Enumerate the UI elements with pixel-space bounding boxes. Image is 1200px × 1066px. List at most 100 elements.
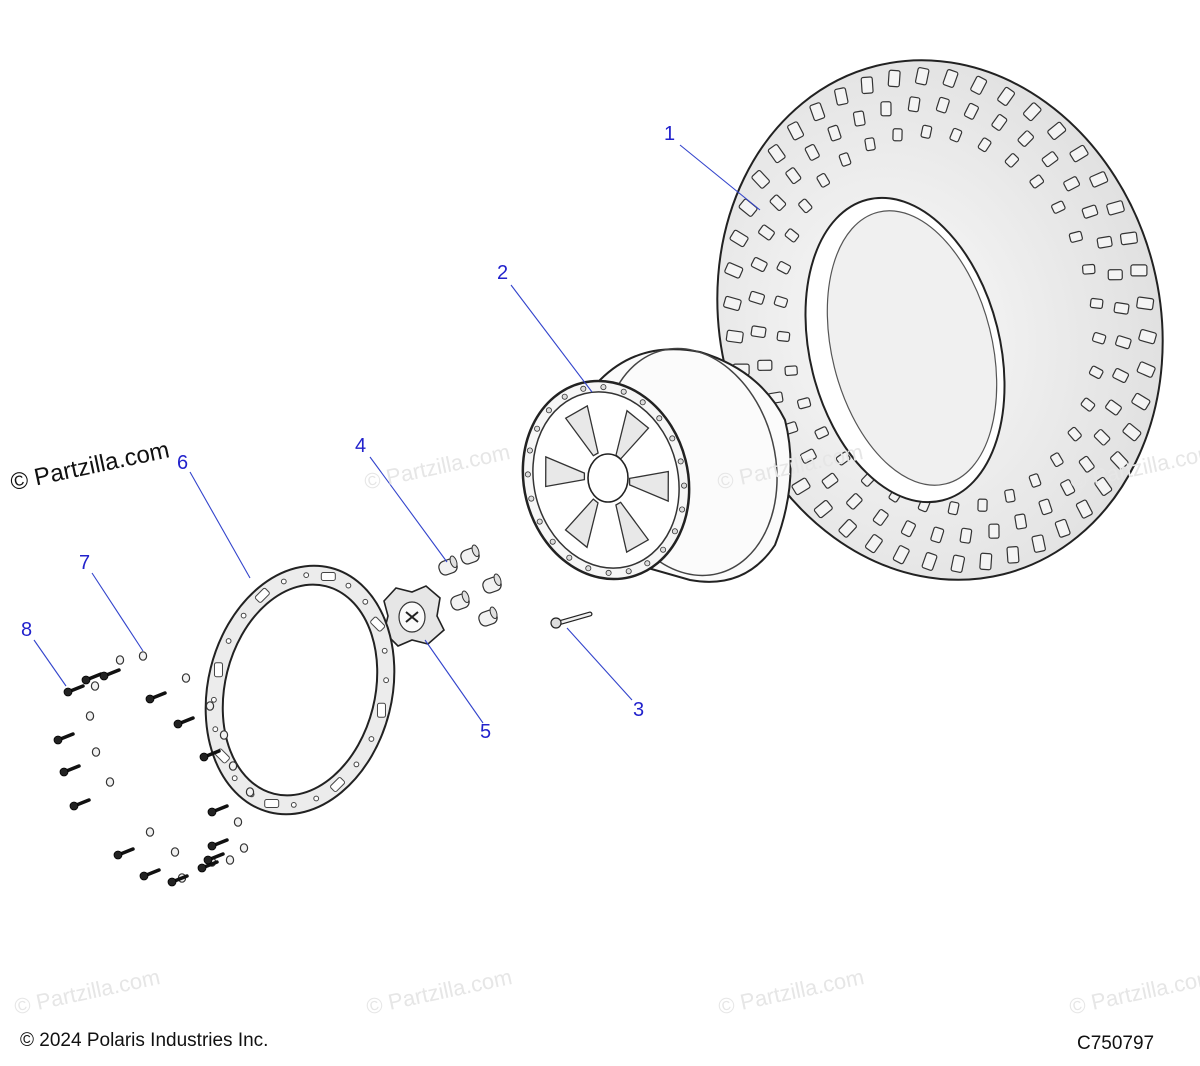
rim-bolt [585,565,592,572]
tread-block [1068,230,1083,243]
rim-bolt [605,569,612,576]
ring-slot [376,702,386,718]
washer [115,655,125,665]
washer [170,847,180,857]
screw [81,672,103,685]
tread-block [970,75,988,95]
callout-5: 5 [480,721,492,743]
leader-line-1 [679,144,761,211]
ring-slot [264,798,280,808]
screws [53,668,229,887]
wheel-spoke [564,498,599,549]
lug-nuts [438,544,502,627]
wheel-beadlock-bolts [524,384,688,576]
tread-block [1051,200,1066,214]
screw-head [99,671,109,681]
beadlock-ring [204,564,396,816]
tread-block [729,229,749,248]
tread-block [1078,455,1095,473]
rim-bolt [536,518,543,525]
lug-nut [450,590,470,611]
ring-hole [212,726,219,733]
screw [197,860,219,873]
tread-block [1094,476,1113,496]
tread-block [864,534,883,554]
tread-block [1088,365,1104,379]
tread-block [1047,121,1067,140]
rim-bolt [669,435,676,442]
lug-nut [460,544,480,565]
tread-block [950,554,966,573]
rim-bolt [545,407,552,414]
lug-nut [482,573,502,594]
ring-hole [290,802,297,808]
ring-hole [362,598,369,605]
tread-block [1089,297,1104,310]
callout-4: 4 [355,435,367,457]
tread-block [1069,144,1089,163]
tread-block [1089,171,1109,188]
wheel-spoke [564,404,599,457]
valve-stem [550,611,593,629]
diagram-code: C750797 [1077,1033,1155,1054]
rim-bolt [681,482,688,489]
callout-6: 6 [177,452,189,474]
washer [219,730,229,740]
ring-hole [368,736,375,742]
tread-block [1113,302,1130,315]
rim-bolt [625,568,632,575]
tread-block [776,261,792,275]
screw [167,874,189,887]
leader-lines [33,144,761,724]
tread-block [880,101,892,117]
screw [139,868,161,881]
tread-block [1138,329,1157,345]
tread-block [935,96,950,114]
tread-block [1004,153,1020,168]
tread-block [947,501,960,516]
lug-nut-face [493,573,502,587]
tread-block [757,359,773,371]
tread-block [813,499,833,519]
screw-head [145,694,155,704]
tread-block [942,69,959,88]
lug-nut-face [471,544,480,558]
tread-block [900,520,916,538]
wheel-spoke [545,455,586,488]
tread-block [1091,332,1107,345]
tread-block [809,102,826,122]
tread-block [1060,479,1076,496]
wheel-spokes [545,404,669,554]
tire-tread [723,67,1157,573]
tread-block [724,262,744,279]
tread-block [921,552,938,571]
ring-hole [353,761,360,768]
lug-nut-face [461,590,470,604]
wheel [521,347,792,583]
tread-block [1093,429,1111,446]
tread-block [814,426,830,440]
callout-2: 2 [497,262,509,284]
screw [53,732,75,745]
tread-block [1067,426,1082,442]
ring-slot [254,587,270,603]
tread-block [1130,264,1148,277]
tread-block [750,325,767,339]
rim-bolt [644,560,651,567]
tread-block [1115,335,1132,350]
washer [105,777,115,787]
screw [59,764,81,777]
rim-bolt [534,425,541,432]
ring-slot [320,571,336,581]
ring-hole [231,775,238,782]
washer [233,817,243,827]
screw-head [139,871,149,881]
center-cap [383,585,445,647]
rim-bolt [620,388,627,395]
screw-head [203,855,213,865]
tread-block [838,152,852,167]
screw-head [53,735,63,745]
rim-bolt [561,393,568,400]
callout-1: 1 [664,123,676,145]
tread-block [1075,499,1093,519]
